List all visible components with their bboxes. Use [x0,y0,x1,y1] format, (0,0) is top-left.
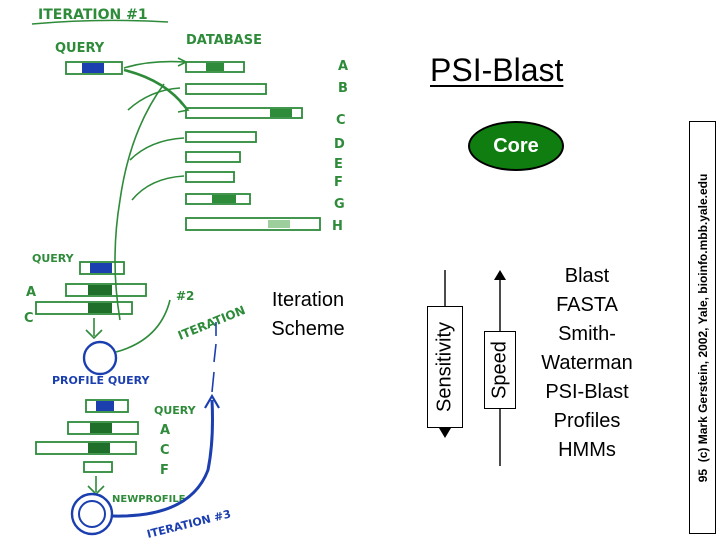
sensitivity-arrowhead [439,428,451,438]
down-arrow [85,318,103,340]
new-profile-label: NEWPROFILE [112,494,186,505]
rows2-letter: C [24,311,34,326]
query2-bar-core [90,263,112,273]
method-item: HMMs [558,439,616,461]
database-rows [185,61,321,231]
profile-query-circle [82,340,118,376]
search-arrows [114,57,190,321]
db-letter: D [334,137,345,152]
row2-hit [88,285,112,295]
down-arrow [87,476,105,496]
iteration3-loop [111,399,214,518]
db-letter: G [334,197,345,212]
speed-arrowhead [494,270,506,280]
db-letter: E [334,157,343,172]
core-badge: Core [468,121,564,171]
rows3-letter: A [160,423,170,438]
slide-title: PSI-Blast [430,52,564,88]
iteration-scheme-label: Iteration Scheme [252,286,364,344]
db-letter: B [338,81,348,96]
new-profile-circle [70,492,114,536]
methods-list: Blast FASTA Smith- Waterman PSI-Blast Pr… [524,262,650,465]
credit-line: (c) Mark Gerstein, 2002, Yale, bioinfo.m… [695,173,710,462]
db-letter: A [338,59,348,74]
scheme-line: Iteration [271,289,345,311]
credit-box: 95 (c) Mark Gerstein, 2002, Yale, bioinf… [689,121,716,534]
new-profile-inner-circle [78,500,106,528]
query2-label: QUERY [32,252,75,265]
iteration2-num: #2 [176,289,194,303]
sensitivity-label: Sensitivity [433,321,456,413]
row2-hit [88,303,112,313]
page-number: 95 [695,468,710,482]
sketch-header: ITERATION #1 [38,7,148,23]
speed-label: Speed [488,341,511,399]
query-bar-core [82,63,104,73]
sensitivity-box: Sensitivity [427,306,463,428]
iteration3-arrowhead [204,393,220,409]
method-item: Blast [564,265,610,287]
method-item: Profiles [553,410,621,432]
db-letter: C [336,113,346,128]
iteration2-word: ITERATION [176,303,247,343]
query3-bar [85,399,129,413]
core-label: Core [493,134,539,157]
query-label: QUERY [55,41,105,56]
rows3-letter: F [160,463,169,478]
database-hits [206,63,292,228]
scheme-line: Scheme [271,318,345,340]
method-item: Smith- [558,323,616,345]
row3-hit [90,423,112,433]
query3-bar-core [96,401,114,411]
iteration-sketch: ITERATION #1 QUERY DATABASE A B C D E F … [24,7,348,540]
row3-hit [88,443,110,453]
speed-box: Speed [484,331,516,409]
rows3-letter: C [160,443,170,458]
db-letter: F [334,175,343,190]
query-bar [65,61,123,75]
query3-label: QUERY [154,404,197,417]
iteration2-loop [115,299,171,353]
iteration3-rows [35,421,139,473]
iteration2-rows [35,283,147,315]
credit-text: 95 (c) Mark Gerstein, 2002, Yale, bioinf… [696,173,710,482]
method-item: FASTA [556,294,618,316]
header-underline [31,19,169,25]
iteration3-dashes [211,322,217,393]
profile-query-label: PROFILE QUERY [52,374,151,387]
db-letter: H [332,219,343,234]
database-letters: A B C D E F G H [332,59,348,234]
database-label: DATABASE [186,33,262,48]
query2-bar [79,261,125,275]
method-item: Waterman [541,352,633,374]
method-item: PSI-Blast [545,381,629,403]
rows2-letter: A [26,285,36,300]
